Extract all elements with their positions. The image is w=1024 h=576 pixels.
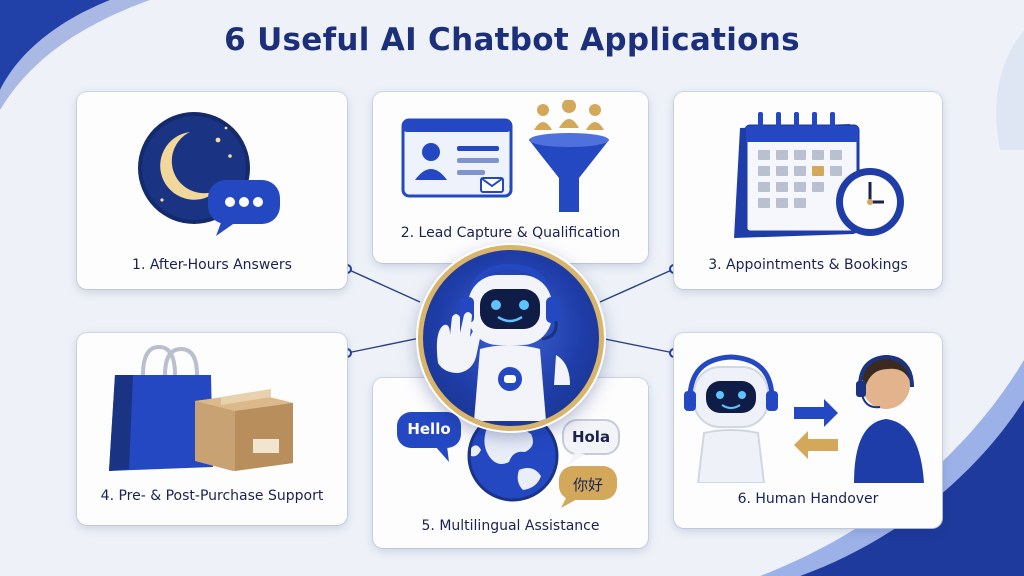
card-purchase-support: 4. Pre- & Post-Purchase Support — [77, 333, 347, 525]
card-label: 3. Appointments & Bookings — [708, 257, 908, 273]
robot-agent-icon — [436, 263, 570, 421]
calendar-clock-icon — [734, 112, 904, 238]
card-label: 1. After-Hours Answers — [132, 257, 292, 273]
hello-bubble-text: Hello — [407, 420, 451, 438]
nihao-bubble-text: 你好 — [572, 476, 603, 494]
card-appointments: 3. Appointments & Bookings — [674, 92, 942, 289]
robot-human-handover-icon — [684, 354, 924, 483]
central-robot-hub — [418, 245, 604, 431]
shopping-bag-box-icon — [109, 344, 293, 471]
card-label: 5. Multilingual Assistance — [421, 518, 600, 534]
card-label: 2. Lead Capture & Qualification — [400, 225, 621, 241]
hola-bubble-text: Hola — [571, 428, 611, 446]
card-label: 6. Human Handover — [737, 491, 879, 507]
card-after-hours: 1. After-Hours Answers — [77, 92, 347, 289]
lead-funnel-icon — [401, 100, 609, 212]
card-label: 4. Pre- & Post-Purchase Support — [100, 488, 324, 504]
globe-speech-icon — [397, 410, 620, 508]
card-lead-capture: 2. Lead Capture & Qualification — [373, 92, 648, 263]
moon-chat-icon — [138, 112, 280, 236]
card-multilingual: Hello Hola 你好 5. Multilingual Assistance — [373, 378, 648, 548]
card-human-handover: 6. Human Handover — [674, 333, 942, 528]
page-title: 6 Useful AI Chatbot Applications — [224, 22, 800, 58]
